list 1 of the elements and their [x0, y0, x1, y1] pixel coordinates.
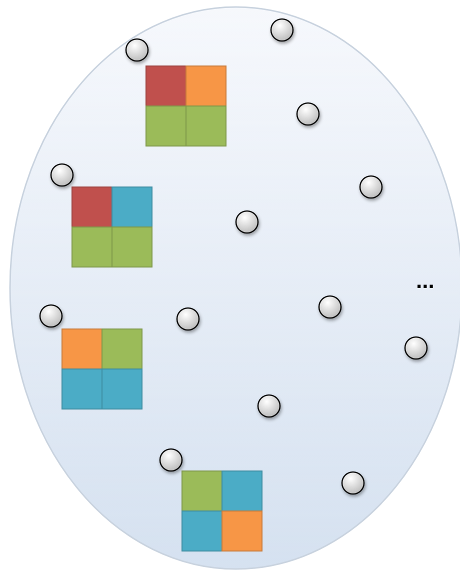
ellipsis-text: ... [416, 270, 434, 292]
